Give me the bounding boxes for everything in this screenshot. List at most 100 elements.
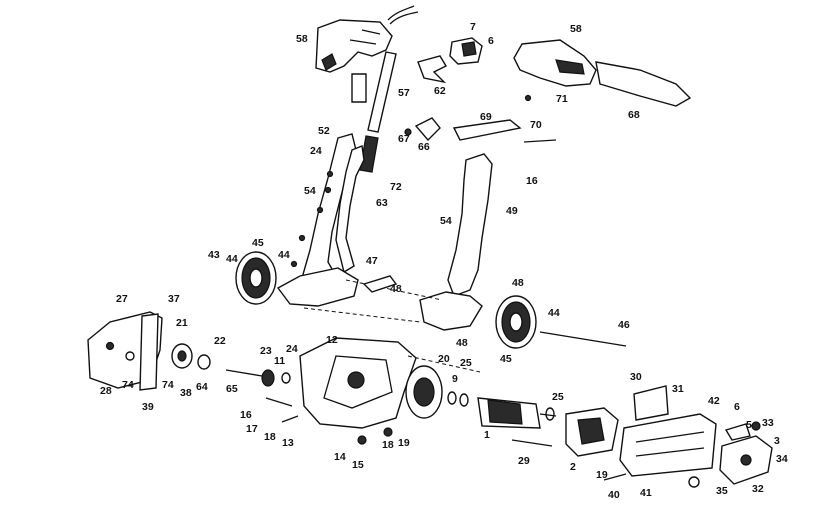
callout-label-46: 46 — [618, 319, 630, 331]
callout-label-54: 54 — [304, 185, 316, 197]
callout-label-25: 25 — [460, 357, 472, 369]
callout-label-1: 1 — [484, 429, 490, 441]
callout-label-17: 17 — [246, 423, 258, 435]
callout-label-22: 22 — [214, 335, 226, 347]
callout-label-58: 58 — [296, 33, 308, 45]
right-handle-frame-part — [303, 153, 493, 331]
end-bell-part — [405, 365, 443, 419]
callout-label-44: 44 — [548, 307, 560, 319]
callout-label-12: 12 — [326, 334, 338, 346]
callout-label-21: 21 — [176, 317, 188, 329]
callout-label-6: 6 — [488, 35, 494, 47]
callout-label-45: 45 — [500, 353, 512, 365]
callout-label-3: 3 — [774, 435, 780, 447]
washer-set-part — [447, 391, 555, 421]
callout-label-2: 2 — [570, 461, 576, 473]
callout-label-67: 67 — [398, 133, 410, 145]
callout-label-62: 62 — [434, 85, 446, 97]
callout-label-28: 28 — [100, 385, 112, 397]
handle-tube-part — [351, 51, 397, 173]
callout-label-44: 44 — [278, 249, 290, 261]
callout-label-30: 30 — [630, 371, 642, 383]
switch-housing-part — [315, 5, 419, 73]
callout-label-29: 29 — [518, 455, 530, 467]
callout-label-57: 57 — [398, 87, 410, 99]
callout-label-48: 48 — [390, 283, 402, 295]
callout-label-19: 19 — [398, 437, 410, 449]
callout-label-15: 15 — [352, 459, 364, 471]
callout-label-45: 45 — [252, 237, 264, 249]
cord-clip-part — [449, 37, 483, 65]
callout-label-16: 16 — [526, 175, 538, 187]
callout-label-43: 43 — [208, 249, 220, 261]
callout-label-19: 19 — [596, 469, 608, 481]
callout-label-11: 11 — [274, 355, 285, 367]
callout-label-13: 13 — [282, 437, 294, 449]
callout-label-38: 38 — [180, 387, 192, 399]
latch-bracket-part — [362, 275, 398, 293]
callout-label-71: 71 — [556, 93, 568, 105]
callout-label-18: 18 — [264, 431, 276, 443]
callout-label-65: 65 — [226, 383, 238, 395]
end-cap-part — [719, 435, 773, 485]
callout-label-44: 44 — [226, 253, 238, 265]
callout-label-35: 35 — [716, 485, 728, 497]
callout-label-74: 74 — [162, 379, 174, 391]
callout-label-25: 25 — [552, 391, 564, 403]
callout-label-18: 18 — [382, 439, 394, 451]
gear-housing-part — [299, 337, 481, 429]
callout-label-5: 5 — [746, 419, 752, 431]
callout-label-37: 37 — [168, 293, 180, 305]
callout-label-49: 49 — [506, 205, 518, 217]
callout-label-52: 52 — [318, 125, 330, 137]
callout-label-16: 16 — [240, 409, 252, 421]
motor-housing-part — [619, 385, 717, 477]
callout-label-72: 72 — [390, 181, 402, 193]
left-handle-frame-part — [276, 133, 365, 307]
callout-label-48: 48 — [456, 337, 468, 349]
handle-grip-part — [513, 39, 692, 107]
callout-label-23: 23 — [260, 345, 272, 357]
callout-label-33: 33 — [762, 417, 774, 429]
callout-label-9: 9 — [452, 373, 458, 385]
knob-part — [404, 117, 441, 142]
callout-label-63: 63 — [376, 197, 388, 209]
callout-label-70: 70 — [530, 119, 542, 131]
callout-label-31: 31 — [672, 383, 684, 395]
callout-label-7: 7 — [470, 21, 476, 33]
callout-label-14: 14 — [334, 451, 346, 463]
blade-shaft-part — [225, 369, 291, 387]
callout-label-20: 20 — [438, 353, 450, 365]
callout-label-41: 41 — [640, 487, 652, 499]
callout-label-39: 39 — [142, 401, 154, 413]
bracket-part — [417, 55, 447, 84]
rod-part — [523, 139, 557, 143]
callout-label-74: 74 — [122, 379, 134, 391]
callout-label-24: 24 — [310, 145, 322, 157]
axle-bolt-part — [539, 331, 627, 347]
callout-label-34: 34 — [776, 453, 788, 465]
callout-label-66: 66 — [418, 141, 430, 153]
left-wheel-part — [235, 251, 277, 305]
callout-label-32: 32 — [752, 483, 764, 495]
callout-label-24: 24 — [286, 343, 298, 355]
field-stator-part — [565, 407, 619, 457]
callout-label-48: 48 — [512, 277, 524, 289]
cover-tube-part — [452, 119, 522, 141]
callout-label-27: 27 — [116, 293, 128, 305]
callout-label-6: 6 — [734, 401, 740, 413]
screw-set-part — [265, 397, 700, 488]
callout-label-54: 54 — [440, 215, 452, 227]
right-wheel-part — [495, 295, 537, 349]
callout-label-40: 40 — [608, 489, 620, 501]
armature-part — [477, 397, 557, 429]
blade-part — [171, 343, 211, 370]
callout-label-42: 42 — [708, 395, 720, 407]
blade-guard-part — [87, 311, 163, 391]
callout-label-47: 47 — [366, 255, 378, 267]
callout-label-64: 64 — [196, 381, 208, 393]
callout-label-69: 69 — [480, 111, 492, 123]
callout-label-58: 58 — [570, 23, 582, 35]
